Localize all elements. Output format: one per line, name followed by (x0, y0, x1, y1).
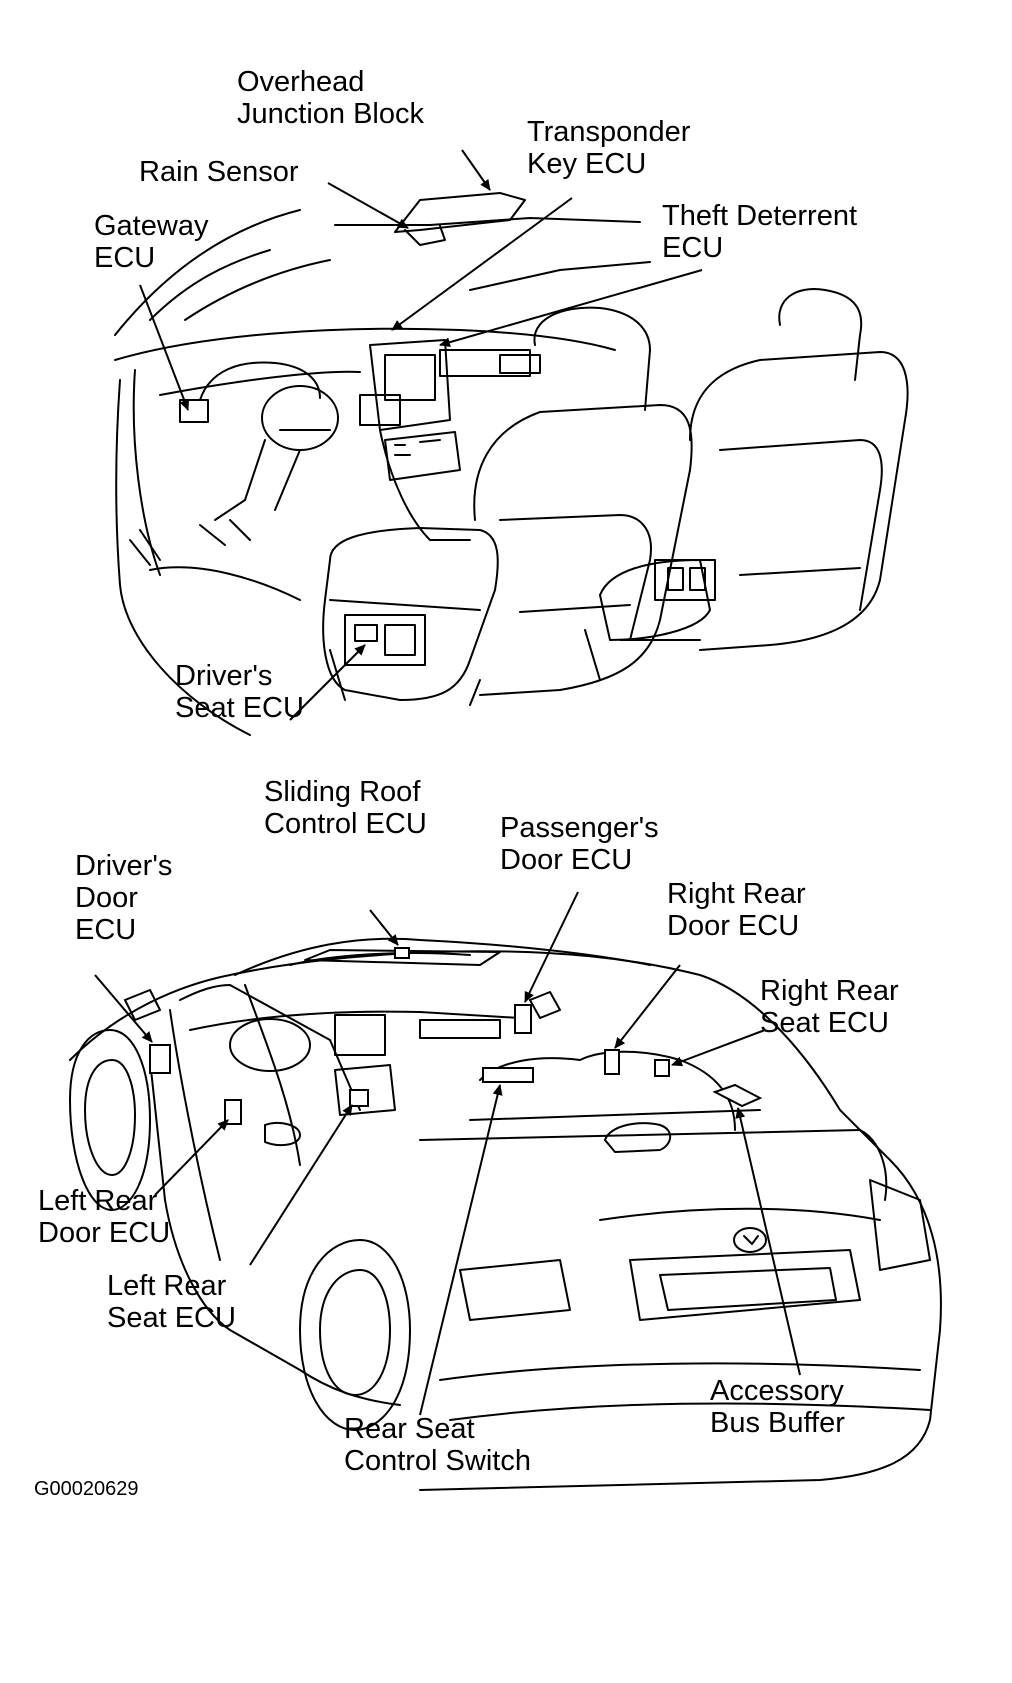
label-drivers-seat-ecu: Driver's Seat ECU (175, 660, 304, 724)
label-passengers-door-ecu: Passenger's Door ECU (500, 812, 659, 876)
label-rain-sensor: Rain Sensor (139, 156, 299, 188)
leader-right-rear-door-ecu (614, 964, 681, 1049)
label-drivers-door-ecu: Driver's Door ECU (75, 850, 173, 946)
leader-right-rear-seat-ecu (671, 1029, 766, 1067)
sliding-roof-ecu-box (394, 947, 410, 959)
leader-transponder-key-ecu (391, 197, 573, 331)
accessory-bus-buffer-box (712, 1083, 763, 1108)
top-callout-lines (139, 149, 703, 721)
leader-passengers-door-ecu (524, 891, 579, 1003)
leader-gateway-ecu (139, 284, 190, 411)
label-rear-seat-control-switch: Rear Seat Control Switch (344, 1413, 531, 1477)
ecu-boxes (149, 947, 763, 1125)
left-rear-door-ecu-box (224, 1099, 242, 1125)
label-overhead-junction-block: Overhead Junction Block (237, 66, 424, 130)
label-right-rear-seat-ecu: Right Rear Seat ECU (760, 975, 899, 1039)
leader-left-rear-seat-ecu (249, 1104, 353, 1266)
label-gateway-ecu: Gateway ECU (94, 210, 209, 274)
passengers-door-ecu-box (514, 1004, 532, 1034)
leader-drivers-seat-ecu (289, 644, 366, 721)
left-rear-seat-ecu-box (349, 1089, 369, 1107)
label-right-rear-door-ecu: Right Rear Door ECU (667, 878, 806, 942)
right-rear-seat-ecu-box (654, 1059, 670, 1077)
rear-seat-control-switch-box (482, 1067, 534, 1083)
label-left-rear-seat-ecu: Left Rear Seat ECU (107, 1270, 236, 1334)
drivers-door-ecu-box (149, 1044, 171, 1074)
leader-theft-deterrent-ecu (439, 269, 703, 348)
leader-accessory-bus-buffer (735, 1107, 801, 1376)
leader-rear-seat-control-switch (419, 1084, 503, 1416)
leader-left-rear-door-ecu (154, 1119, 229, 1196)
interior-illustration (114, 192, 909, 736)
label-theft-deterrent-ecu: Theft Deterrent ECU (662, 200, 858, 264)
leader-drivers-door-ecu (94, 974, 153, 1043)
label-left-rear-door-ecu: Left Rear Door ECU (38, 1185, 171, 1249)
label-transponder-key-ecu: Transponder Key ECU (527, 116, 691, 180)
bottom-callout-lines (94, 891, 801, 1416)
label-sliding-roof-control-ecu: Sliding Roof Control ECU (264, 776, 427, 840)
leader-overhead-junction-block (461, 149, 491, 191)
leader-rain-sensor (327, 182, 409, 229)
car-exterior-illustration (69, 937, 942, 1491)
leader-sliding-roof-control-ecu (369, 909, 399, 946)
label-accessory-bus-buffer: Accessory Bus Buffer (710, 1375, 845, 1439)
right-rear-door-ecu-box (604, 1049, 620, 1075)
figure-id: G00020629 (34, 1478, 139, 1500)
